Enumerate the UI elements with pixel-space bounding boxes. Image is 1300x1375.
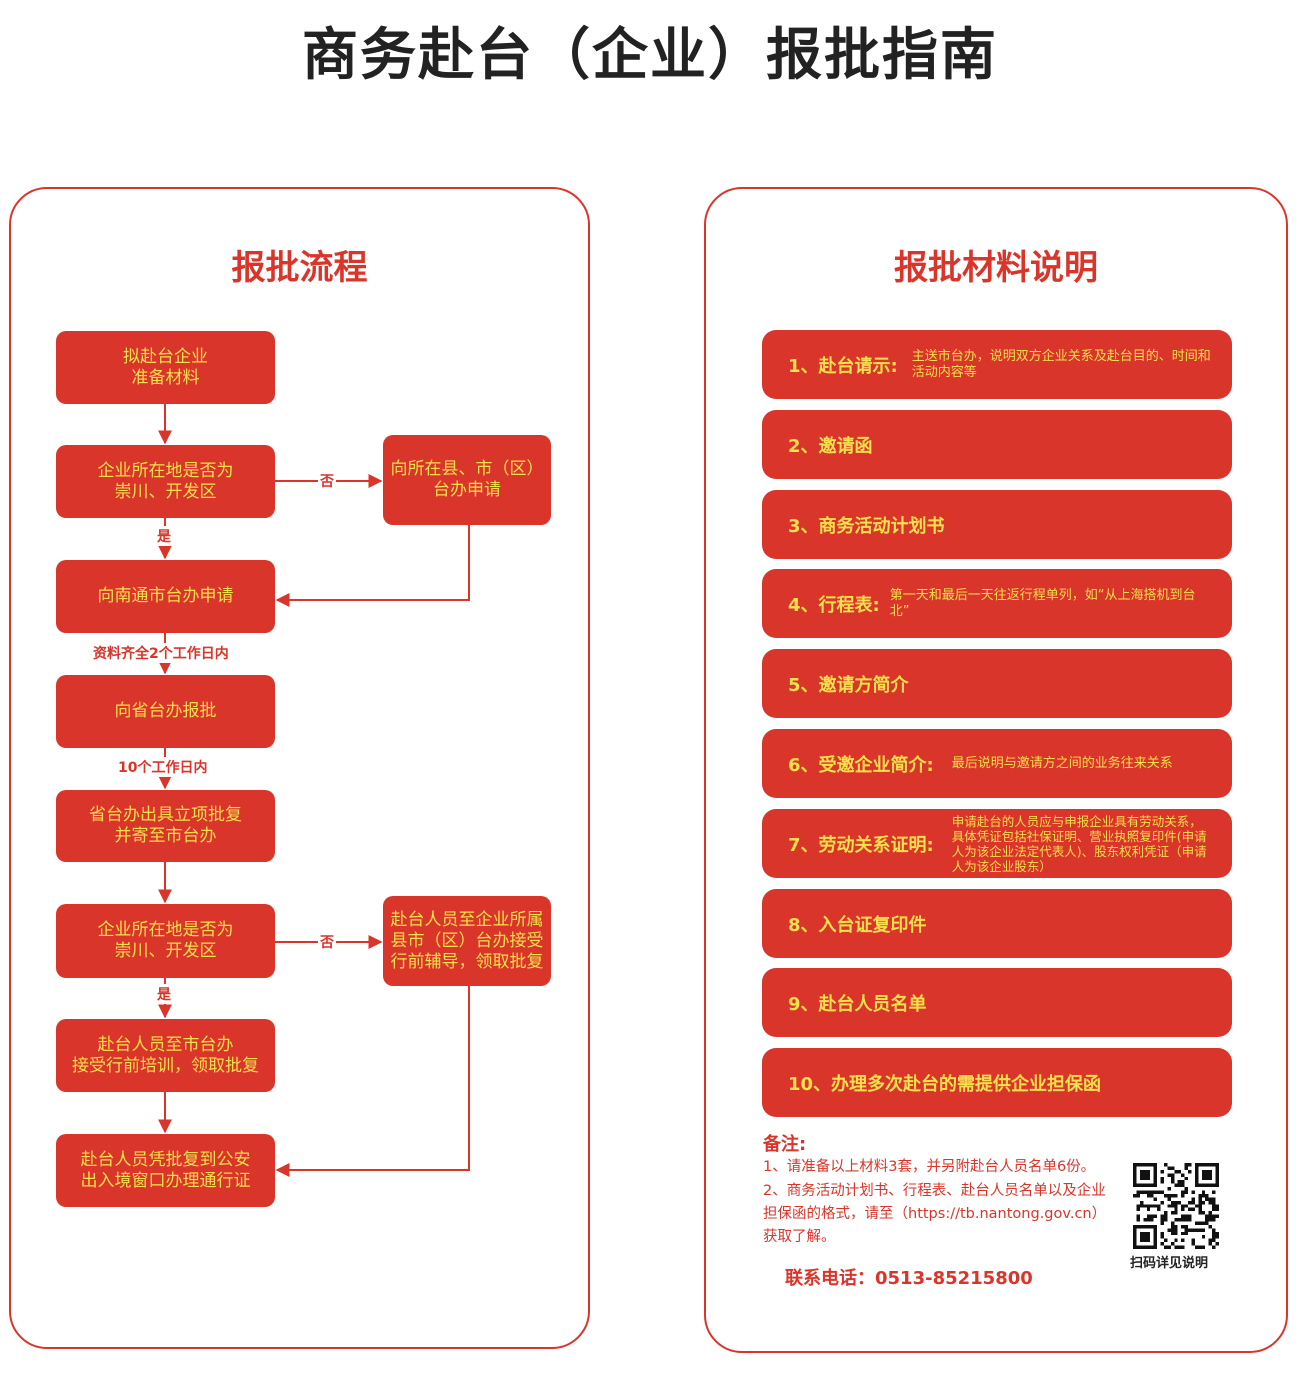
label-no-1: 否 <box>318 471 336 491</box>
step-city-training: 赴台人员至市台办 接受行前培训，领取批复 <box>56 1019 275 1092</box>
material-item: 7、劳动关系证明: 申请赴台的人员应与申报企业具有劳动关系，具体凭证包括社保证明… <box>762 809 1232 878</box>
material-label: 2、邀请函 <box>788 435 873 457</box>
label-yes-1: 是 <box>155 526 173 546</box>
materials-title: 报批材料说明 <box>894 248 1098 288</box>
arrow-3-4 <box>275 525 470 607</box>
step-permit: 赴台人员凭批复到公安 出入境窗口办理通行证 <box>56 1134 275 1207</box>
material-item: 8、入台证复印件 <box>762 889 1232 958</box>
material-item: 6、受邀企业简介: 最后说明与邀请方之间的业务往来关系 <box>762 729 1232 798</box>
material-item: 3、商务活动计划书 <box>762 490 1232 559</box>
material-label: 9、赴台人员名单 <box>788 993 927 1015</box>
page-title: 商务赴台（企业）报批指南 <box>302 23 998 88</box>
label-days-1: 资料齐全2个工作日内 <box>91 643 231 663</box>
step-province-reply: 省台办出具立项批复 并寄至市台办 <box>56 790 275 862</box>
material-item: 4、行程表: 第一天和最后一天往返行程单列，如“从上海搭机到台北” <box>762 569 1232 638</box>
materials-panel <box>704 187 1288 1353</box>
material-label: 1、赴台请示: <box>788 355 898 377</box>
arrow-8-10 <box>275 986 470 1177</box>
step-location-check-1: 企业所在地是否为 崇川、开发区 <box>56 445 275 518</box>
process-title: 报批流程 <box>231 248 368 288</box>
material-label: 4、行程表: <box>788 594 880 616</box>
material-label: 10、办理多次赴台的需提供企业担保函 <box>788 1073 1102 1095</box>
material-label: 3、商务活动计划书 <box>788 515 945 537</box>
material-desc: 申请赴台的人员应与申报企业具有劳动关系，具体凭证包括社保证明、营业执照复印件(申… <box>951 813 1207 874</box>
step-location-check-2: 企业所在地是否为 崇川、开发区 <box>56 904 275 978</box>
note-item: 1、请准备以上材料3套，并另附赴台人员名单6份。 <box>763 1159 1096 1175</box>
material-label: 8、入台证复印件 <box>788 914 927 936</box>
material-label: 5、邀请方简介 <box>788 674 909 696</box>
material-item: 2、邀请函 <box>762 410 1232 479</box>
material-desc: 主送市台办，说明双方企业关系及赴台目的、时间和活动内容等 <box>911 348 1211 380</box>
label-days-2: 10个工作日内 <box>116 757 210 777</box>
qr-caption: 扫码详见说明 <box>1130 1256 1209 1271</box>
material-item: 5、邀请方简介 <box>762 649 1232 718</box>
notes-title: 备注: <box>763 1134 807 1155</box>
step-prepare-materials: 拟赴台企业 准备材料 <box>56 331 275 404</box>
step-city-apply: 向南通市台办申请 <box>56 560 275 633</box>
step-province-approve: 向省台办报批 <box>56 675 275 748</box>
material-desc: 第一天和最后一天往返行程单列，如“从上海搭机到台北” <box>889 587 1196 619</box>
label-no-2: 否 <box>318 932 336 952</box>
material-item: 1、赴台请示: 主送市台办，说明双方企业关系及赴台目的、时间和活动内容等 <box>762 330 1232 399</box>
label-yes-2: 是 <box>155 984 173 1004</box>
material-item: 9、赴台人员名单 <box>762 968 1232 1037</box>
qr-code <box>1133 1163 1219 1249</box>
material-desc: 最后说明与邀请方之间的业务往来关系 <box>951 755 1173 771</box>
note-item: 2、商务活动计划书、行程表、赴台人员名单以及企业担保函的格式，请至（https:… <box>763 1183 1107 1245</box>
material-label: 6、受邀企业简介: <box>788 754 934 776</box>
step-county-apply: 向所在县、市（区） 台办申请 <box>383 435 551 525</box>
process-panel <box>9 187 590 1349</box>
material-label: 7、劳动关系证明: <box>788 834 934 856</box>
contact-phone: 联系电话：0513-85215800 <box>785 1268 1033 1289</box>
material-item: 10、办理多次赴台的需提供企业担保函 <box>762 1048 1232 1117</box>
step-county-guidance: 赴台人员至企业所属 县市（区）台办接受 行前辅导，领取批复 <box>383 896 551 986</box>
